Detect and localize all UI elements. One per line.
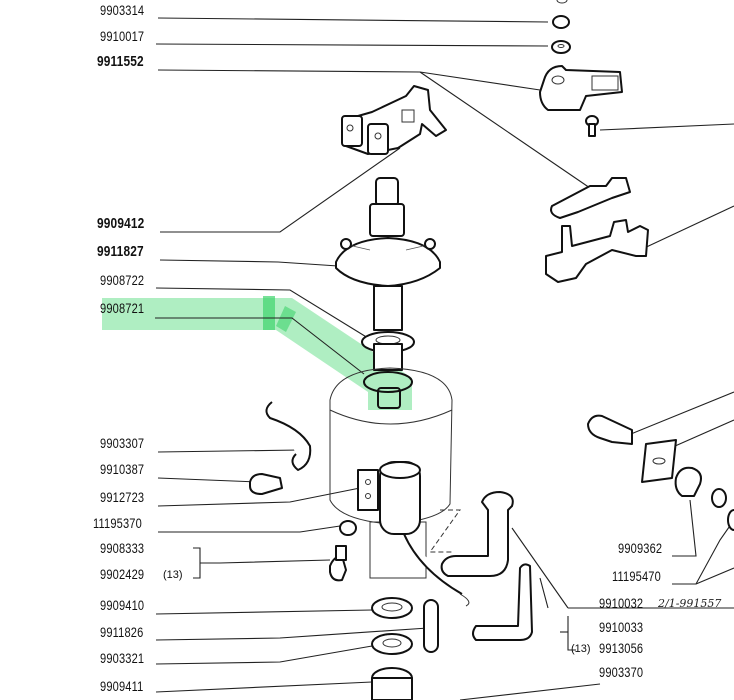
circlip-part (339, 520, 357, 536)
insulator-plate-part (641, 439, 677, 483)
part-label-9909410[interactable]: 9909410 (100, 598, 145, 613)
condenser-part (357, 461, 470, 607)
highlight-band (102, 296, 412, 410)
part-label-9911552[interactable]: 9911552 (97, 54, 144, 70)
part-label-9911827[interactable]: 9911827 (97, 244, 144, 260)
part-label-9910032[interactable]: 9910032 (599, 596, 644, 611)
grommet-part (674, 466, 734, 531)
washer-part (551, 15, 571, 54)
part-label-9909362[interactable]: 9909362 (618, 541, 663, 556)
part-label-9910387[interactable]: 9910387 (100, 462, 145, 477)
part-label-9910033[interactable]: 9910033 (599, 620, 644, 635)
part-label-9903370[interactable]: 9903370 (599, 665, 644, 680)
part-label-9908721[interactable]: 9908721 (100, 301, 145, 316)
part-label-9913056[interactable]: 9913056 (599, 641, 644, 656)
part-label-11195470[interactable]: 11195470 (612, 569, 661, 584)
handwritten-note: 2/1-991557 (658, 597, 722, 610)
spring-clip-part (265, 401, 312, 471)
bracket-part (341, 85, 447, 155)
part-label-9902429[interactable]: 9902429 (100, 567, 145, 582)
bolt-part (587, 414, 633, 445)
part-label-9908333[interactable]: 9908333 (100, 541, 145, 556)
part-label-9908722[interactable]: 9908722 (100, 273, 145, 288)
part-label-9910017[interactable]: 9910017 (100, 29, 145, 44)
part-label-9903314[interactable]: 9903314 (100, 3, 145, 18)
part-label-9903307[interactable]: 9903307 (100, 436, 145, 451)
part-label-9909412[interactable]: 9909412 (97, 216, 145, 232)
part-label-11195370[interactable]: 11195370 (93, 516, 142, 531)
rotor-arm-part (539, 65, 623, 111)
part-label-9911826[interactable]: 9911826 (100, 625, 144, 640)
screw-small-part (585, 115, 599, 137)
contact-plate-part (545, 0, 649, 283)
part-label-9903321[interactable]: 9903321 (100, 651, 145, 666)
bottom-washers-part (371, 597, 439, 700)
hose-part (472, 563, 533, 641)
part-label-9912723[interactable]: 9912723 (100, 490, 145, 505)
group-note-right: (13) (571, 643, 591, 655)
shaft-part (335, 177, 441, 409)
leader-lines (155, 17, 734, 700)
screw-part (249, 473, 347, 582)
part-label-9909411[interactable]: 9909411 (100, 679, 144, 694)
projection-lines (429, 509, 461, 553)
elbow-pipe-part (440, 491, 514, 577)
group-note-left: (13) (163, 569, 183, 581)
